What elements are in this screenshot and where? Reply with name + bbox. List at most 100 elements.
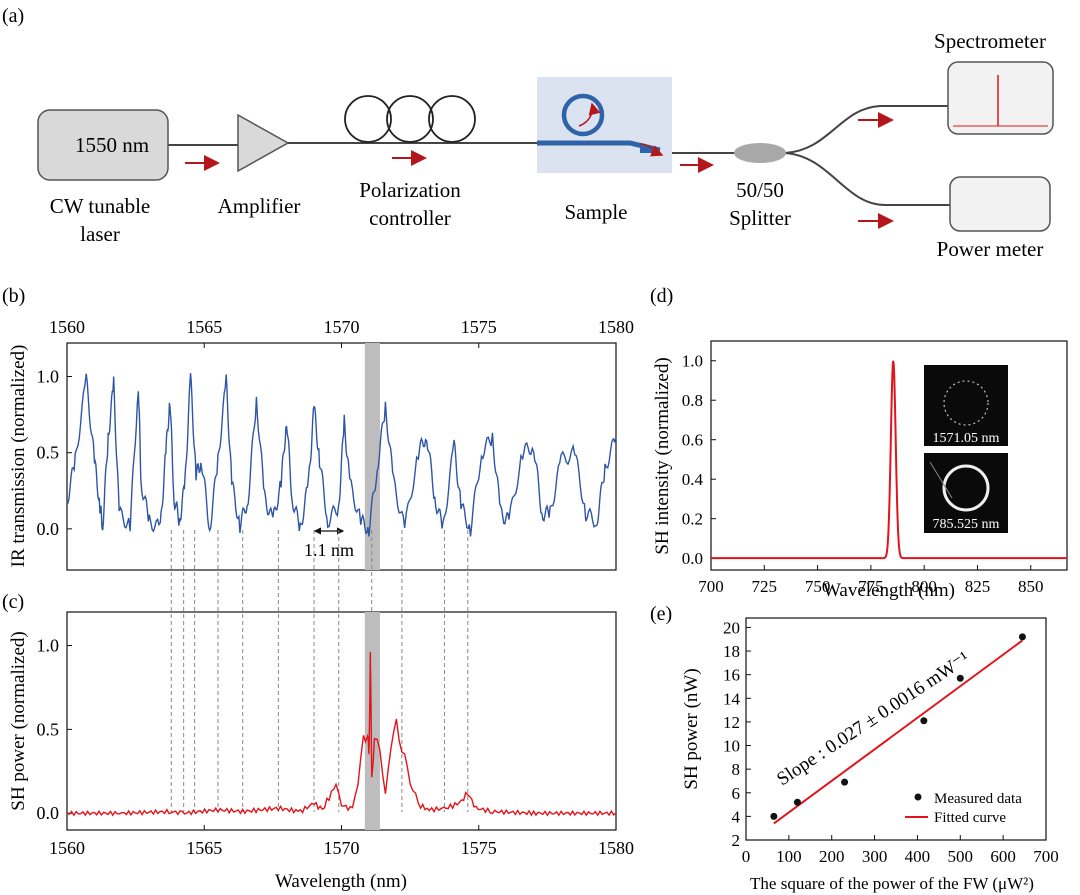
data-point bbox=[841, 778, 849, 786]
polarization-controller-icon bbox=[344, 95, 476, 143]
panel-c-xlabel: Wavelength (nm) bbox=[275, 871, 407, 892]
panel-label-d: (d) bbox=[650, 285, 673, 307]
spectrometer-label: Spectrometer bbox=[934, 29, 1046, 53]
panel-d-frame bbox=[710, 340, 1068, 571]
x-tick-label: 700 bbox=[698, 577, 724, 596]
x-tick-label: 300 bbox=[862, 847, 888, 866]
panel-c-frame bbox=[66, 611, 617, 831]
inset-image-second-harmonic: 785.525 nm bbox=[924, 453, 1008, 533]
y-tick-label: 1.0 bbox=[37, 636, 60, 656]
x-tick-label: 100 bbox=[776, 847, 802, 866]
x-tick-label: 750 bbox=[805, 577, 831, 596]
amplifier-label: Amplifier bbox=[218, 194, 301, 218]
x-tick-label: 1570 bbox=[324, 838, 360, 858]
spectrometer-box bbox=[947, 61, 1054, 135]
panel-c-ticks bbox=[66, 645, 617, 830]
panel-d-ylabel: SH intensity (normalized) bbox=[652, 357, 673, 554]
y-tick-label: 0.0 bbox=[682, 549, 703, 568]
laser-caption-line1: CW tunable bbox=[50, 194, 151, 218]
panel-e-ticks bbox=[745, 626, 1047, 841]
x-tick-label: 1565 bbox=[186, 317, 222, 337]
x-tick-label: 600 bbox=[990, 847, 1016, 866]
sample-label: Sample bbox=[565, 200, 628, 224]
splitter-label-line2: Splitter bbox=[729, 206, 791, 230]
data-point bbox=[920, 717, 928, 725]
inset-top-label: 1571.05 nm bbox=[933, 431, 1000, 446]
power-meter-box bbox=[949, 176, 1051, 232]
highlight-band-b bbox=[364, 343, 380, 570]
x-tick-label: 200 bbox=[819, 847, 845, 866]
y-tick-label: 0.4 bbox=[682, 470, 704, 489]
x-tick-label: 1580 bbox=[598, 838, 634, 858]
power-meter-label: Power meter bbox=[937, 237, 1044, 261]
panel-e-frame bbox=[745, 617, 1047, 841]
legend-measured-label: Measured data bbox=[934, 791, 1022, 807]
laser-caption-line2: laser bbox=[80, 222, 120, 246]
setup-diagram: (a) 1550 nm CW tunable laser Amplifier P… bbox=[2, 5, 1054, 261]
x-tick-label: 700 bbox=[1033, 847, 1059, 866]
data-point bbox=[770, 812, 778, 820]
laser-box bbox=[37, 109, 169, 181]
sh-intensity-series bbox=[711, 360, 1067, 560]
legend-measured-marker bbox=[914, 793, 922, 801]
y-tick-label: 0.5 bbox=[37, 443, 60, 463]
pc-caption-line1: Polarization bbox=[359, 178, 461, 202]
y-tick-label: 14 bbox=[723, 689, 741, 708]
y-tick-label: 12 bbox=[723, 713, 740, 732]
y-tick-label: 20 bbox=[723, 618, 740, 637]
fitted-curve bbox=[773, 639, 1024, 825]
y-tick-label: 0.8 bbox=[682, 391, 703, 410]
laser-wavelength: 1550 nm bbox=[75, 133, 149, 157]
resonance-guide-lines bbox=[170, 530, 469, 812]
y-tick-label: 18 bbox=[723, 642, 740, 661]
panel-b-ylabel: IR transmission (normalized) bbox=[8, 345, 29, 568]
y-tick-label: 10 bbox=[723, 737, 740, 756]
pc-caption-line2: controller bbox=[369, 206, 451, 230]
x-tick-label: 0 bbox=[742, 847, 751, 866]
data-point bbox=[793, 798, 801, 806]
fiber-to-spectrometer bbox=[784, 105, 950, 154]
y-tick-label: 8 bbox=[732, 760, 741, 779]
y-tick-label: 1.0 bbox=[37, 367, 60, 387]
x-tick-label: 800 bbox=[911, 577, 937, 596]
amplifier-icon bbox=[237, 113, 290, 173]
splitter-icon bbox=[734, 143, 786, 163]
splitter-label-line1: 50/50 bbox=[736, 178, 784, 202]
x-tick-label: 725 bbox=[752, 577, 778, 596]
panel-c-ylabel: SH power (normalized) bbox=[8, 631, 29, 810]
fiber-line bbox=[168, 142, 735, 154]
sh-power-series bbox=[66, 651, 617, 817]
panel-d-xlabel: Wavelength (nm) bbox=[823, 580, 955, 601]
x-tick-label: 1575 bbox=[461, 838, 497, 858]
x-tick-label: 1580 bbox=[598, 317, 634, 337]
panel-b-tick-labels: 1560 1565 1570 1575 1580 0.0 0.5 1.0 bbox=[37, 317, 635, 539]
panel-label-b: (b) bbox=[2, 285, 25, 307]
y-tick-label: 2 bbox=[732, 831, 741, 850]
x-tick-label: 825 bbox=[965, 577, 991, 596]
microring-icon bbox=[561, 93, 605, 137]
x-tick-label: 1560 bbox=[49, 838, 85, 858]
panel-e-xlabel: The square of the power of the FW (μW²) bbox=[750, 874, 1034, 893]
panel-label-e: (e) bbox=[650, 603, 672, 625]
ring-circulation-arrow bbox=[578, 102, 601, 127]
fsr-annotation: 1.1 nm bbox=[304, 540, 354, 560]
panel-b: (b) 1560 1565 1570 1575 1580 0.0 0.5 1.0 1.1 nm… bbox=[2, 285, 635, 571]
x-tick-label: 1570 bbox=[324, 317, 360, 337]
slope-annotation: Slope : 0.027 ± 0.0016 mW⁻¹ bbox=[773, 648, 973, 791]
y-tick-label: 16 bbox=[723, 666, 740, 685]
y-tick-label: 0.2 bbox=[682, 510, 703, 529]
highlight-band-c bbox=[364, 612, 380, 830]
y-tick-label: 0.5 bbox=[37, 719, 60, 739]
y-tick-label: 0.6 bbox=[682, 431, 703, 450]
fiber-to-power-meter bbox=[784, 152, 950, 206]
x-tick-label: 500 bbox=[948, 847, 974, 866]
legend-fit-label: Fitted curve bbox=[934, 810, 1006, 826]
y-tick-label: 0.0 bbox=[37, 519, 60, 539]
x-tick-label: 1575 bbox=[461, 317, 497, 337]
x-tick-label: 1560 bbox=[49, 317, 85, 337]
